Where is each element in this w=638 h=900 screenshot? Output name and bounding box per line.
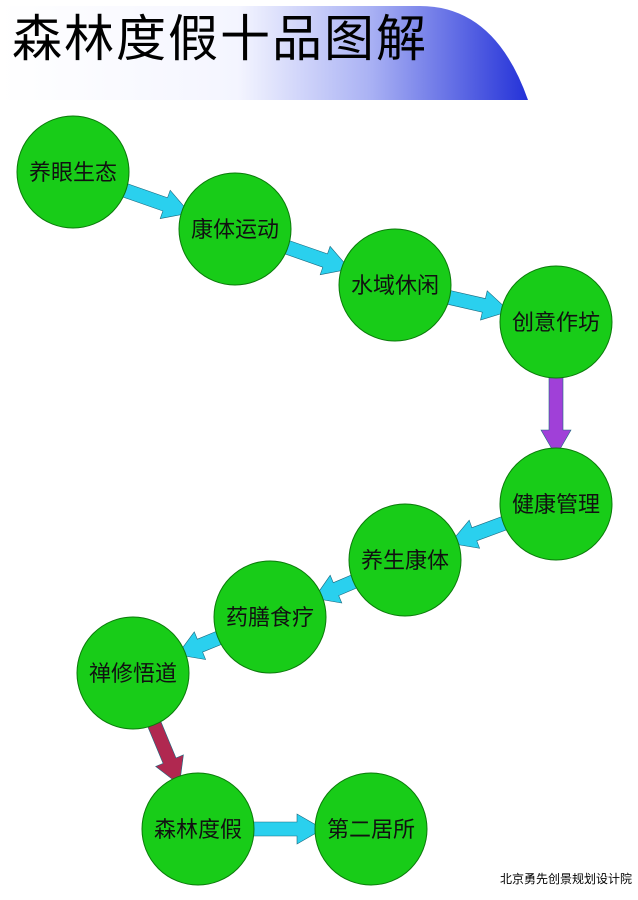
node-circle [499,265,613,379]
node-label: 养眼生态 [29,161,117,186]
node-circle [213,560,327,674]
flow-node-6: 养生康体 [348,503,462,617]
flow-node-1: 养眼生态 [16,115,130,229]
flow-node-10: 第二居所 [314,772,428,886]
node-label: 森林度假 [154,818,242,843]
node-circle [314,772,428,886]
node-circle [76,616,190,730]
flow-node-9: 森林度假 [141,772,255,886]
flow-node-5: 健康管理 [499,447,613,561]
node-label: 第二居所 [327,818,415,843]
title-banner [0,6,528,100]
node-label: 禅修悟道 [89,662,177,687]
footer-credit: 北京勇先创景规划设计院 [499,872,632,886]
flow-node-2: 康体运动 [178,172,292,286]
page-title: 森林度假十品图解 [12,10,428,68]
flow-node-4: 创意作坊 [499,265,613,379]
node-circle [141,772,255,886]
node-circle [338,228,452,342]
flow-arrow-4 [540,367,572,457]
node-circle [178,172,292,286]
flow-node-8: 禅修悟道 [76,616,190,730]
node-label: 健康管理 [512,493,600,518]
node-label: 药膳食疗 [226,606,314,631]
node-label: 水域休闲 [351,274,439,299]
flow-node-7: 药膳食疗 [213,560,327,674]
node-label: 康体运动 [191,218,279,243]
flow-arrow-9 [243,813,324,845]
node-circle [499,447,613,561]
flow-node-3: 水域休闲 [338,228,452,342]
node-circle [16,115,130,229]
node-label: 创意作坊 [512,311,600,336]
node-circle [348,503,462,617]
node-label: 养生康体 [361,549,449,574]
